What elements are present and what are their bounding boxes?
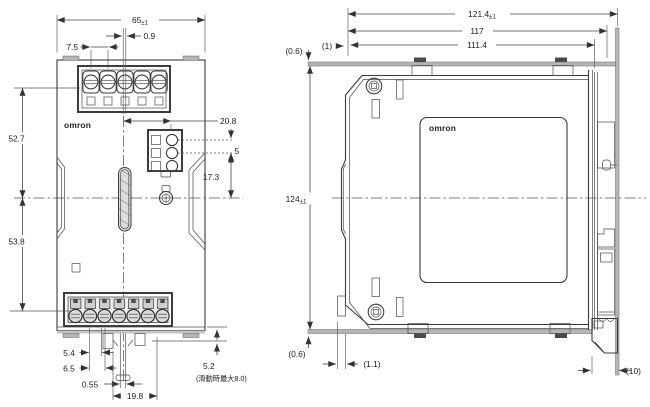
dim-depth-111-4: 111.4 bbox=[467, 40, 487, 50]
plate-clip-bottom-left bbox=[414, 333, 426, 338]
release-latch bbox=[337, 295, 346, 317]
plate-clip-top-right bbox=[555, 57, 567, 62]
side-omron-logo: omron bbox=[429, 123, 456, 133]
dim-connector-to-center: 17.3 bbox=[203, 172, 220, 182]
dim-rail-depth: (10) bbox=[626, 366, 641, 376]
right-rib bbox=[188, 152, 206, 251]
dim-terminal-pitch: 7.5 bbox=[66, 42, 78, 52]
top-terminals bbox=[82, 70, 168, 106]
front-omron-logo: omron bbox=[64, 120, 91, 130]
side-view: omron bbox=[307, 27, 646, 376]
left-rib bbox=[56, 156, 65, 240]
top-tab-right bbox=[182, 55, 200, 61]
top-terminal-block bbox=[77, 65, 171, 113]
front-view: omron bbox=[14, 55, 243, 381]
dim-connector-offset: 20.8 bbox=[220, 116, 237, 126]
dim-plate-bottom: (0.6) bbox=[288, 349, 305, 359]
dim-latch: (1.1) bbox=[363, 359, 380, 369]
din-rail-hook bbox=[591, 72, 619, 354]
mounting-screw-bottom-icon bbox=[367, 303, 385, 321]
dim-slot-width: 0.9 bbox=[144, 31, 156, 41]
din-rail-slider bbox=[57, 326, 205, 381]
output-connector bbox=[147, 129, 183, 173]
dim-connector-pitch: 5 bbox=[235, 146, 240, 156]
dim-depth-117: 117 bbox=[470, 26, 484, 36]
small-window bbox=[71, 263, 81, 273]
right-rib-inner bbox=[192, 158, 206, 245]
plate-clip-bottom-right bbox=[555, 333, 567, 338]
dim-width: 65±1 bbox=[132, 15, 149, 27]
dim-slider-travel: 5.2 bbox=[203, 361, 215, 371]
dim-lower-height: 53.8 bbox=[8, 237, 25, 247]
indicator-leds bbox=[160, 170, 171, 192]
dim-plate-top: (0.6) bbox=[285, 46, 302, 56]
dim-depth-total: 121.4±1 bbox=[468, 9, 496, 21]
mounting-plate-bottom bbox=[307, 329, 593, 334]
left-rib-inner bbox=[56, 162, 62, 234]
bottom-terminals bbox=[68, 298, 170, 324]
dim-19-8: 19.8 bbox=[127, 391, 144, 401]
din-rail-surface bbox=[615, 27, 620, 376]
mounting-screw-top-icon bbox=[365, 77, 383, 95]
dim-5-4: 5.4 bbox=[63, 348, 75, 358]
top-tab-left bbox=[62, 55, 80, 61]
dim-upper-height: 52.7 bbox=[8, 134, 25, 144]
dim-0-55: 0.55 bbox=[82, 380, 99, 390]
label-plate: omron bbox=[419, 116, 568, 284]
handle-slot bbox=[118, 167, 132, 232]
side-body bbox=[337, 65, 593, 334]
side-view-dimensions: 121.4±1 117 111.4 (1) (0.6) 124±1 (0.6) … bbox=[279, 8, 641, 376]
dim-front-gap: (1) bbox=[322, 41, 332, 51]
dim-6-5: 6.5 bbox=[63, 364, 75, 374]
dim-height: 124±1 bbox=[286, 194, 307, 206]
front-view-dimensions: 65±1 0.9 7.5 20.8 5 17.3 52.7 53.8 bbox=[2, 14, 247, 401]
voltage-adjust-screw-icon bbox=[158, 190, 174, 206]
vent-slots bbox=[371, 79, 404, 317]
dim-slider-note: (滑動時最大8.0) bbox=[196, 374, 247, 383]
bottom-terminal-block bbox=[63, 292, 173, 327]
plate-clip-top-left bbox=[414, 57, 426, 62]
